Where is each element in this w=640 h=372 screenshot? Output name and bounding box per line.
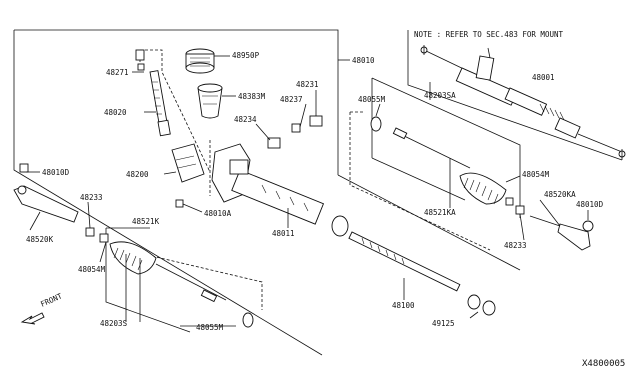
leader-lines <box>26 55 589 327</box>
label-48950P: 48950P <box>232 51 260 60</box>
label-48237: 48237 <box>280 95 303 104</box>
main-assembly-outline <box>13 29 521 356</box>
mount-note: NOTE : REFER TO SEC.483 FOR MOUNT <box>414 30 563 39</box>
label-48203S: 48203S <box>100 319 128 328</box>
label-48010D-left: 48010D <box>42 168 70 177</box>
label-48010: 48010 <box>352 56 375 65</box>
left-tie-rod-group <box>13 163 254 328</box>
complete-rack-assembly-48001 <box>420 45 626 160</box>
front-arrow-icon <box>20 312 45 325</box>
label-48001: 48001 <box>532 73 555 82</box>
label-48271: 48271 <box>106 68 129 77</box>
diagram-id: X4800005 <box>582 359 625 369</box>
right-tie-rod-outline <box>349 77 521 251</box>
label-48234: 48234 <box>234 115 257 124</box>
label-48055M-bottom: 48055M <box>196 323 224 332</box>
right-tie-rod-group <box>370 116 594 251</box>
label-48010D-right: 48010D <box>576 200 604 209</box>
gear-housing-48011 <box>211 143 349 237</box>
rack-48100 <box>348 231 496 316</box>
label-48010A: 48010A <box>204 209 232 218</box>
label-49125: 49125 <box>432 319 455 328</box>
label-48100: 48100 <box>392 301 415 310</box>
label-48055M-top: 48055M <box>358 95 386 104</box>
label-48233-right: 48233 <box>504 241 527 250</box>
front-label: FRONT <box>39 291 64 309</box>
label-48520K: 48520K <box>26 235 54 244</box>
label-48200: 48200 <box>126 170 149 179</box>
mount-note-box: NOTE : REFER TO SEC.483 FOR MOUNT <box>407 30 623 161</box>
label-48054M-right: 48054M <box>522 170 550 179</box>
part-labels: 48950P 48271 48383M 48010 48001 48231 48… <box>26 51 604 332</box>
label-48233-left: 48233 <box>80 193 103 202</box>
label-48203SA: 48203SA <box>424 91 456 100</box>
label-48521K: 48521K <box>132 217 160 226</box>
label-48054M-left: 48054M <box>78 265 106 274</box>
label-48020: 48020 <box>104 108 127 117</box>
label-48520KA: 48520KA <box>544 190 576 199</box>
pinion-components <box>135 48 323 208</box>
label-48231: 48231 <box>296 80 319 89</box>
front-direction-indicator: FRONT <box>20 291 64 325</box>
label-48521KA: 48521KA <box>424 208 456 217</box>
label-48383M: 48383M <box>238 92 266 101</box>
label-48011: 48011 <box>272 229 295 238</box>
